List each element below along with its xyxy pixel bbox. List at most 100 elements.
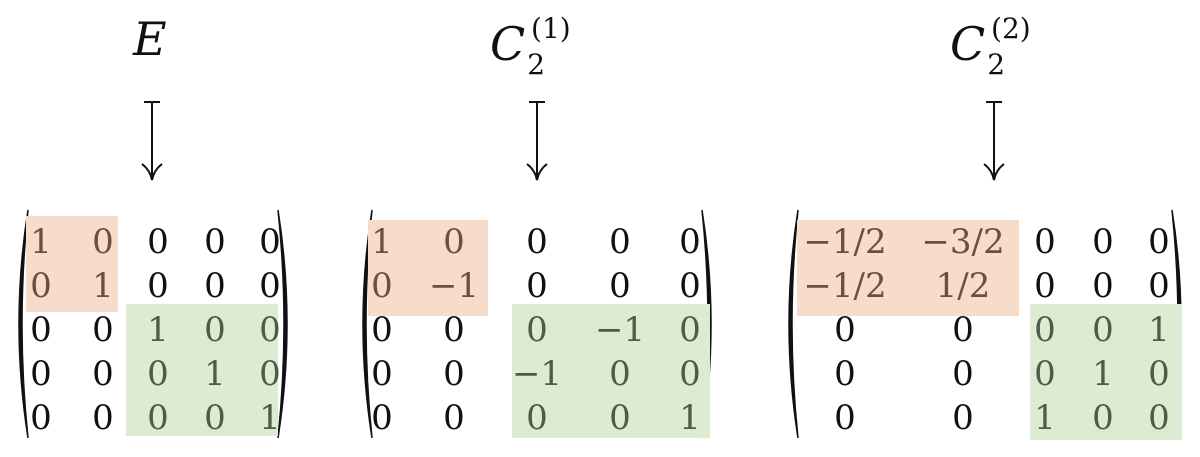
matrix-entry: 1	[147, 310, 169, 350]
matrix-entry: 0	[1092, 266, 1114, 306]
matrix-entry: 0	[1034, 310, 1056, 350]
matrix-entry: 0	[526, 266, 548, 306]
matrix-entry: −1	[594, 310, 646, 350]
matrix-entry: 0	[259, 354, 281, 394]
matrix-entry: 0	[443, 222, 465, 262]
left-parenthesis	[362, 209, 373, 439]
matrix-entry: 0	[443, 354, 465, 394]
matrix-entry: 1	[30, 222, 52, 262]
matrix-entry: 0	[526, 222, 548, 262]
matrix-entry: 0	[92, 222, 114, 262]
matrix-entry: 0	[371, 310, 393, 350]
matrix-entry: −1/2	[803, 266, 887, 306]
matrix-entry: 0	[30, 310, 52, 350]
matrix-entry: 0	[259, 222, 281, 262]
upper-block-highlight	[26, 216, 118, 312]
matrix-entry: 0	[147, 266, 169, 306]
matrix-entry: 0	[371, 398, 393, 438]
matrix-entry: 1	[92, 266, 114, 306]
matrix-entry: 1	[1092, 354, 1114, 394]
matrix-entry: 0	[952, 398, 974, 438]
matrix-entry: 0	[204, 222, 226, 262]
matrix-entry: 0	[443, 398, 465, 438]
right-parenthesis	[277, 209, 288, 439]
matrix-entry: 0	[1148, 266, 1170, 306]
matrix-entry: 0	[1034, 222, 1056, 262]
matrix-entry: 0	[1148, 398, 1170, 438]
matrix-entry: 0	[259, 266, 281, 306]
matrix-entry: 0	[30, 266, 52, 306]
matrix-entry: 0	[1092, 398, 1114, 438]
lower-block-highlight	[126, 304, 278, 436]
matrix-entry: 0	[1092, 222, 1114, 262]
matrix-entry: 1	[259, 398, 281, 438]
matrix-entry: 0	[609, 354, 631, 394]
operation-label-c2-1: C2(1)	[490, 12, 571, 81]
label-symbol: E	[133, 12, 167, 66]
matrix-entry: 0	[952, 354, 974, 394]
matrix-entry: 1	[204, 354, 226, 394]
maps-to-down-arrow-icon	[526, 101, 548, 181]
matrix-entry: 0	[30, 354, 52, 394]
matrix-entry: 0	[679, 354, 701, 394]
matrix-entry: 0	[1034, 266, 1056, 306]
label-subscript: 2	[987, 48, 1006, 81]
label-symbol: C	[490, 17, 526, 71]
maps-to-down-arrow-icon	[141, 101, 163, 181]
matrix-entry: 0	[371, 266, 393, 306]
upper-block-highlight	[797, 220, 1019, 316]
matrix-entry: 0	[371, 354, 393, 394]
matrix-entry: 1/2	[935, 266, 991, 306]
matrix-entry: −1	[511, 354, 563, 394]
left-parenthesis	[18, 209, 29, 439]
matrix-entry: 0	[679, 310, 701, 350]
matrix-entry: −3/2	[921, 222, 1005, 262]
matrix-entry: 0	[147, 398, 169, 438]
operation-label-c2-2: C2(2)	[950, 12, 1031, 81]
matrix-entry: 0	[679, 222, 701, 262]
matrix-entry: −1	[428, 266, 480, 306]
matrix-entry: 0	[259, 310, 281, 350]
matrix-entry: 0	[204, 266, 226, 306]
matrix-entry: −1/2	[803, 222, 887, 262]
matrix-entry: 0	[204, 398, 226, 438]
matrix-entry: 0	[1092, 310, 1114, 350]
lower-block-highlight	[1030, 304, 1182, 440]
matrix-entry: 0	[1148, 222, 1170, 262]
matrix-entry: 0	[147, 222, 169, 262]
label-subscript: 2	[527, 48, 546, 81]
matrix-entry: 0	[92, 354, 114, 394]
matrix-entry: 0	[92, 398, 114, 438]
matrix-entry: 0	[526, 310, 548, 350]
matrix-entry: 0	[834, 354, 856, 394]
matrix-entry: 1	[1148, 310, 1170, 350]
label-symbol: C	[950, 17, 986, 71]
matrix-entry: 0	[204, 310, 226, 350]
matrix-entry: 0	[1034, 354, 1056, 394]
matrix-entry: 1	[371, 222, 393, 262]
label-superscript: (2)	[991, 12, 1031, 45]
matrix-entry: 0	[526, 398, 548, 438]
lower-block-highlight	[512, 304, 710, 438]
matrix-entry: 0	[834, 310, 856, 350]
matrix-entry: 1	[1034, 398, 1056, 438]
left-parenthesis	[788, 209, 799, 439]
upper-block-highlight	[368, 220, 488, 316]
matrix-entry: 0	[30, 398, 52, 438]
matrix-entry: 0	[609, 398, 631, 438]
matrix-entry: 0	[443, 310, 465, 350]
matrix-entry: 0	[1148, 354, 1170, 394]
matrix-entry: 0	[609, 266, 631, 306]
matrix-entry: 0	[834, 398, 856, 438]
matrix-entry: 0	[147, 354, 169, 394]
matrix-entry: 0	[952, 310, 974, 350]
matrix-entry: 0	[679, 266, 701, 306]
matrix-entry: 1	[679, 398, 701, 438]
matrix-entry: 0	[609, 222, 631, 262]
label-superscript: (1)	[531, 12, 571, 45]
matrix-entry: 0	[92, 310, 114, 350]
maps-to-down-arrow-icon	[983, 101, 1005, 181]
